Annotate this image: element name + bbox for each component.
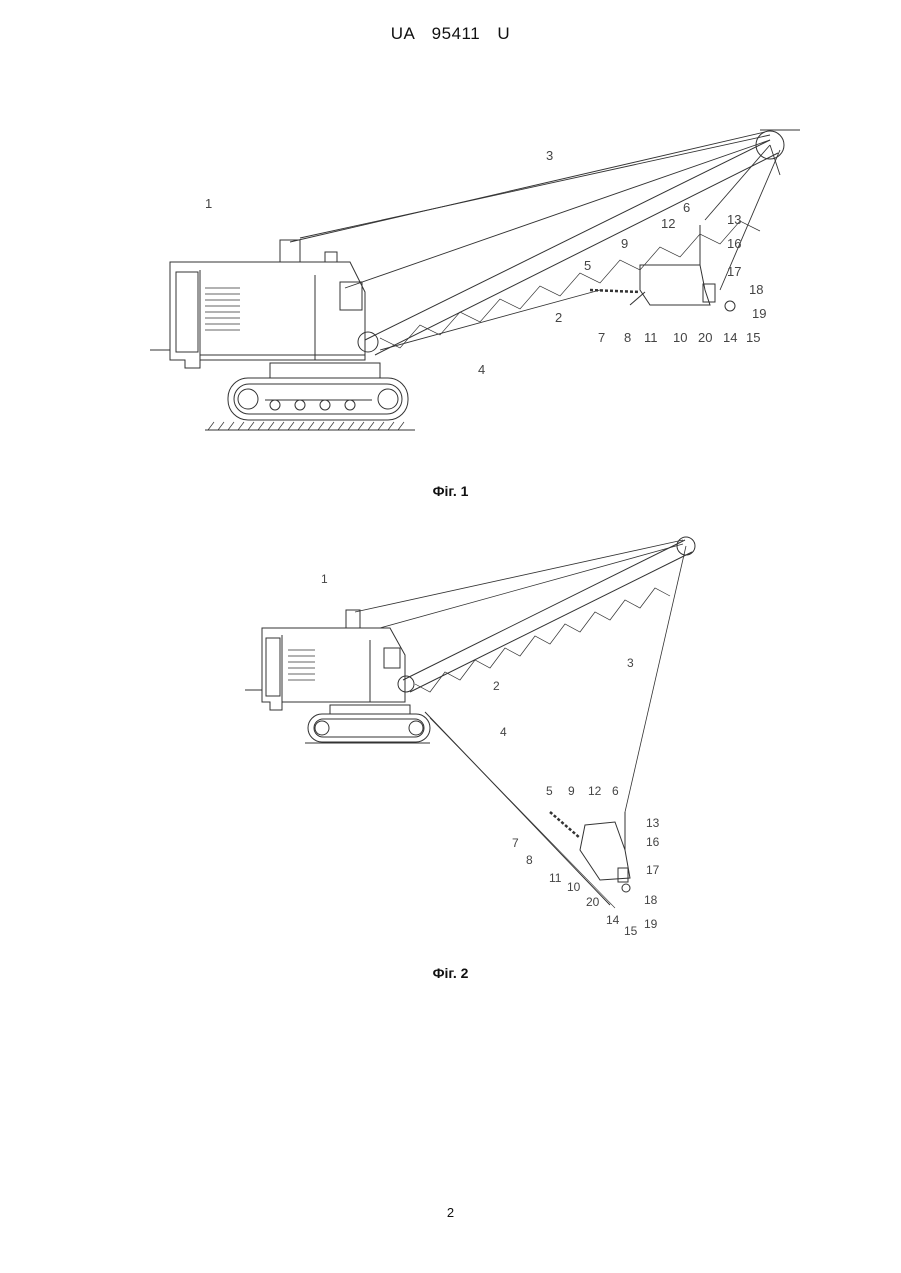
page-number: 2 [0,1205,901,1220]
figure-2-caption: Фіг. 2 [0,965,901,981]
figure1-label-19: 19 [752,306,766,321]
slope [305,712,615,908]
figure1-label-14: 14 [723,330,737,345]
figure2-label-4: 4 [500,725,507,739]
figure-2-drawing: 1 2 3 4 5 6 7 8 9 10 11 12 13 14 15 16 1… [0,520,901,950]
figure2-label-8: 8 [526,853,533,867]
figure1-label-12: 12 [661,216,675,231]
figure2-label-17: 17 [646,863,660,877]
figure1-label-3: 3 [546,148,553,163]
figure2-label-18: 18 [644,893,658,907]
figure2-label-3: 3 [627,656,634,670]
boom [358,131,784,355]
figure2-label-10: 10 [567,880,581,894]
figure2-label-9: 9 [568,784,575,798]
figure1-label-17: 17 [727,264,741,279]
figure2-label-20: 20 [586,895,600,909]
figure1-label-10: 10 [673,330,687,345]
figure1-label-4: 4 [478,362,485,377]
machine-house-2 [245,610,405,710]
figure1-label-2: 2 [555,310,562,325]
figure-1-drawing: 1 2 3 4 5 6 7 8 9 10 11 12 13 14 15 16 1… [0,0,901,470]
figure2-label-16: 16 [646,835,660,849]
figure1-label-5: 5 [584,258,591,273]
figure2-label-5: 5 [546,784,553,798]
figure2-label-14: 14 [606,913,620,927]
figure1-label-7: 7 [598,330,605,345]
figure2-label-12: 12 [588,784,602,798]
crawler-track [228,378,408,420]
figure1-label-6: 6 [683,200,690,215]
figure2-label-7: 7 [512,836,519,850]
figure1-label-15: 15 [746,330,760,345]
bucket [630,225,735,311]
figure1-label-18: 18 [749,282,763,297]
figure1-label-1: 1 [205,196,212,211]
machine-house [150,240,365,368]
figure2-label-13: 13 [646,816,660,830]
figure2-label-2: 2 [493,679,500,693]
figure1-label-11: 11 [644,330,658,345]
crawler-track-2 [308,714,430,742]
figure2-label-15: 15 [624,924,638,938]
figure1-label-16: 16 [727,236,741,251]
figure2-label-6: 6 [612,784,619,798]
figure1-label-13: 13 [727,212,741,227]
figure1-label-9: 9 [621,236,628,251]
boom-2 [398,537,695,692]
ground-hatch [205,422,415,430]
figure2-label-11: 11 [549,871,562,885]
figure1-label-8: 8 [624,330,631,345]
figure1-label-20: 20 [698,330,712,345]
figure-1-caption: Фіг. 1 [0,483,901,499]
figure2-label-19: 19 [644,917,658,931]
figure2-label-1: 1 [321,572,328,586]
